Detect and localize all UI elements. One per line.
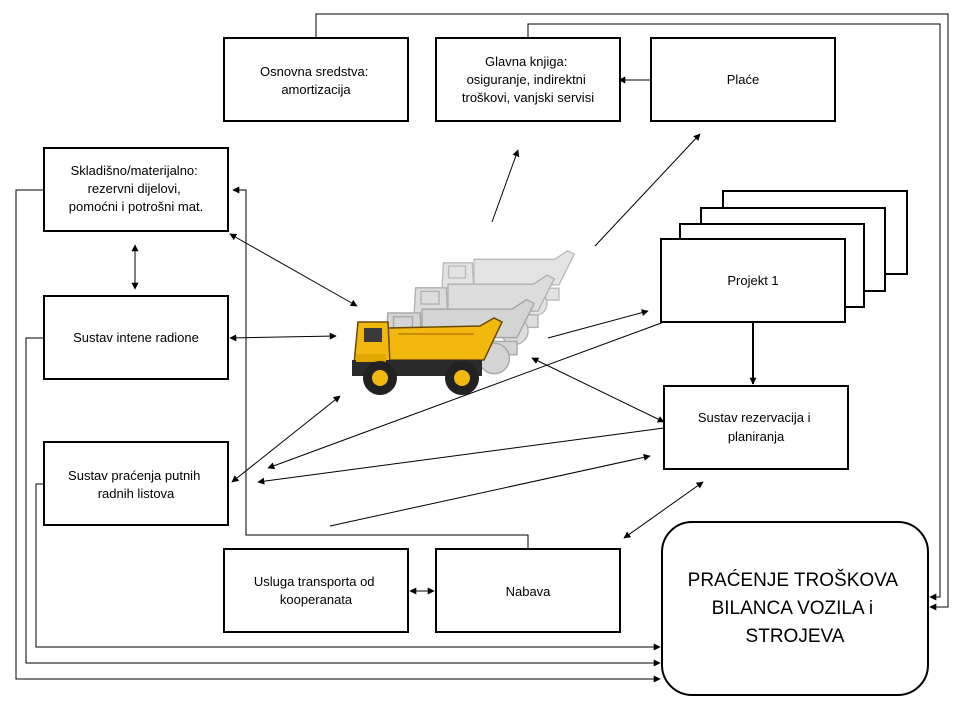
box-radiona-line-1: Sustav intene radione	[73, 330, 199, 345]
connector-glavna-to-pracenje	[527, 23, 941, 601]
connector-truck-to-projekt	[547, 309, 649, 339]
connector-skladisno-to-pracenje	[15, 189, 661, 683]
svg-text:Nabava: Nabava	[506, 584, 552, 599]
box-rezervacije-line-1: Sustav rezervacija i	[698, 410, 811, 425]
svg-text:Projekt 1: Projekt 1	[727, 273, 778, 288]
box-osnovna-sredstva: Osnovna sredstva: amortizacija	[223, 37, 409, 122]
connector-putni-truck	[231, 395, 341, 483]
box-nabava: Nabava	[435, 548, 621, 633]
svg-text:Plaće: Plaće	[727, 72, 760, 87]
connector-projekt-to-putni	[267, 321, 665, 470]
box-skladisno-line-1: Skladišno/materijalno:	[71, 163, 198, 178]
connectors	[15, 13, 949, 683]
box-projekt-line-1: Projekt 1	[727, 273, 778, 288]
box-glavna-line-3: troškovi, vanjski servisi	[462, 90, 594, 105]
box-putni-line-2: radnih listova	[98, 486, 175, 501]
connector-radiona-truck	[229, 332, 337, 342]
box-place-line-1: Plaće	[727, 72, 760, 87]
box-rezervacije: Sustav rezervacija i planiranja	[663, 385, 849, 470]
box-usluga-line-2: kooperanata	[280, 592, 353, 607]
dump-trucks-illustration	[352, 250, 575, 395]
box-skladisno-line-3: pomoćni i potrošni mat.	[69, 199, 203, 214]
svg-text:Sustav intene radione: Sustav intene radione	[73, 330, 199, 345]
connector-rezervacije-pracenje	[623, 481, 704, 539]
box-pracenje-line-1: PRAĆENJE TROŠKOVA	[688, 569, 899, 591]
box-glavna-knjiga: Glavna knjiga: osiguranje, indirektni tr…	[435, 37, 621, 122]
svg-text:Sustav praćenja putnih: Sustav praćenja putnih radnih listova	[68, 468, 204, 501]
box-pracenje-line-2: BILANCA VOZILA i	[712, 598, 874, 619]
connector-putni-to-pracenje	[35, 483, 661, 651]
connector-rezervacije-to-putni	[257, 427, 665, 485]
truck-yellow	[352, 317, 503, 395]
connector-truck-rezervacije	[531, 357, 665, 423]
box-projekt-1	[660, 238, 846, 323]
box-osnovna-line-1: Osnovna sredstva:	[260, 64, 368, 79]
connector-osnovna-to-pracenje	[315, 13, 949, 611]
box-place: Plaće	[650, 37, 836, 122]
box-nabava-line-1: Nabava	[506, 584, 552, 599]
box-radiona: Sustav intene radione	[43, 295, 229, 380]
connector-nabava-to-skladisno	[232, 186, 529, 548]
box-usluga-transporta: Usluga transporta od kooperanata	[223, 548, 409, 633]
connector-skladisno-truck	[229, 233, 358, 307]
svg-text:PRAĆENJE TROŠKOVA BILA: PRAĆENJE TROŠKOVA BILANCA VOZILA i STROJ…	[688, 569, 903, 647]
project-stack: Projekt 1	[660, 190, 908, 323]
connector-radiona-to-pracenje	[25, 337, 661, 667]
box-glavna-line-2: osiguranje, indirektni	[467, 72, 586, 87]
svg-text:Glavna knjiga: osigura: Glavna knjiga: osiguranje, indirektni tr…	[462, 54, 594, 105]
box-glavna-line-1: Glavna knjiga:	[485, 54, 567, 69]
box-osnovna-line-2: amortizacija	[281, 82, 351, 97]
box-skladisno-line-2: rezervni dijelovi,	[88, 181, 181, 196]
svg-text:Sustav rezervacija i p: Sustav rezervacija i planiranja	[698, 410, 814, 444]
box-putni-listovi: Sustav praćenja putnih radnih listova	[43, 441, 229, 526]
connector-truck-to-place	[594, 133, 701, 247]
connector-truck-to-glavna	[491, 149, 520, 223]
box-putni-line-1: Sustav praćenja putnih	[68, 468, 200, 483]
svg-text:Osnovna sredstva: amor: Osnovna sredstva: amortizacija	[260, 64, 372, 97]
svg-text:Skladišno/materijalno:: Skladišno/materijalno: rezervni dijelovi…	[69, 163, 203, 214]
box-usluga-line-1: Usluga transporta od	[254, 574, 375, 589]
box-pracenje-line-3: STROJEVA	[746, 626, 845, 647]
svg-text:Usluga transporta od k: Usluga transporta od kooperanata	[254, 574, 378, 607]
box-rezervacije-line-2: planiranja	[728, 429, 785, 444]
connector-to-rezervacije	[329, 453, 651, 527]
box-pracenje-troskova: PRAĆENJE TROŠKOVA BILANCA VOZILA i STROJ…	[661, 521, 929, 696]
box-skladisno: Skladišno/materijalno: rezervni dijelovi…	[43, 147, 229, 232]
